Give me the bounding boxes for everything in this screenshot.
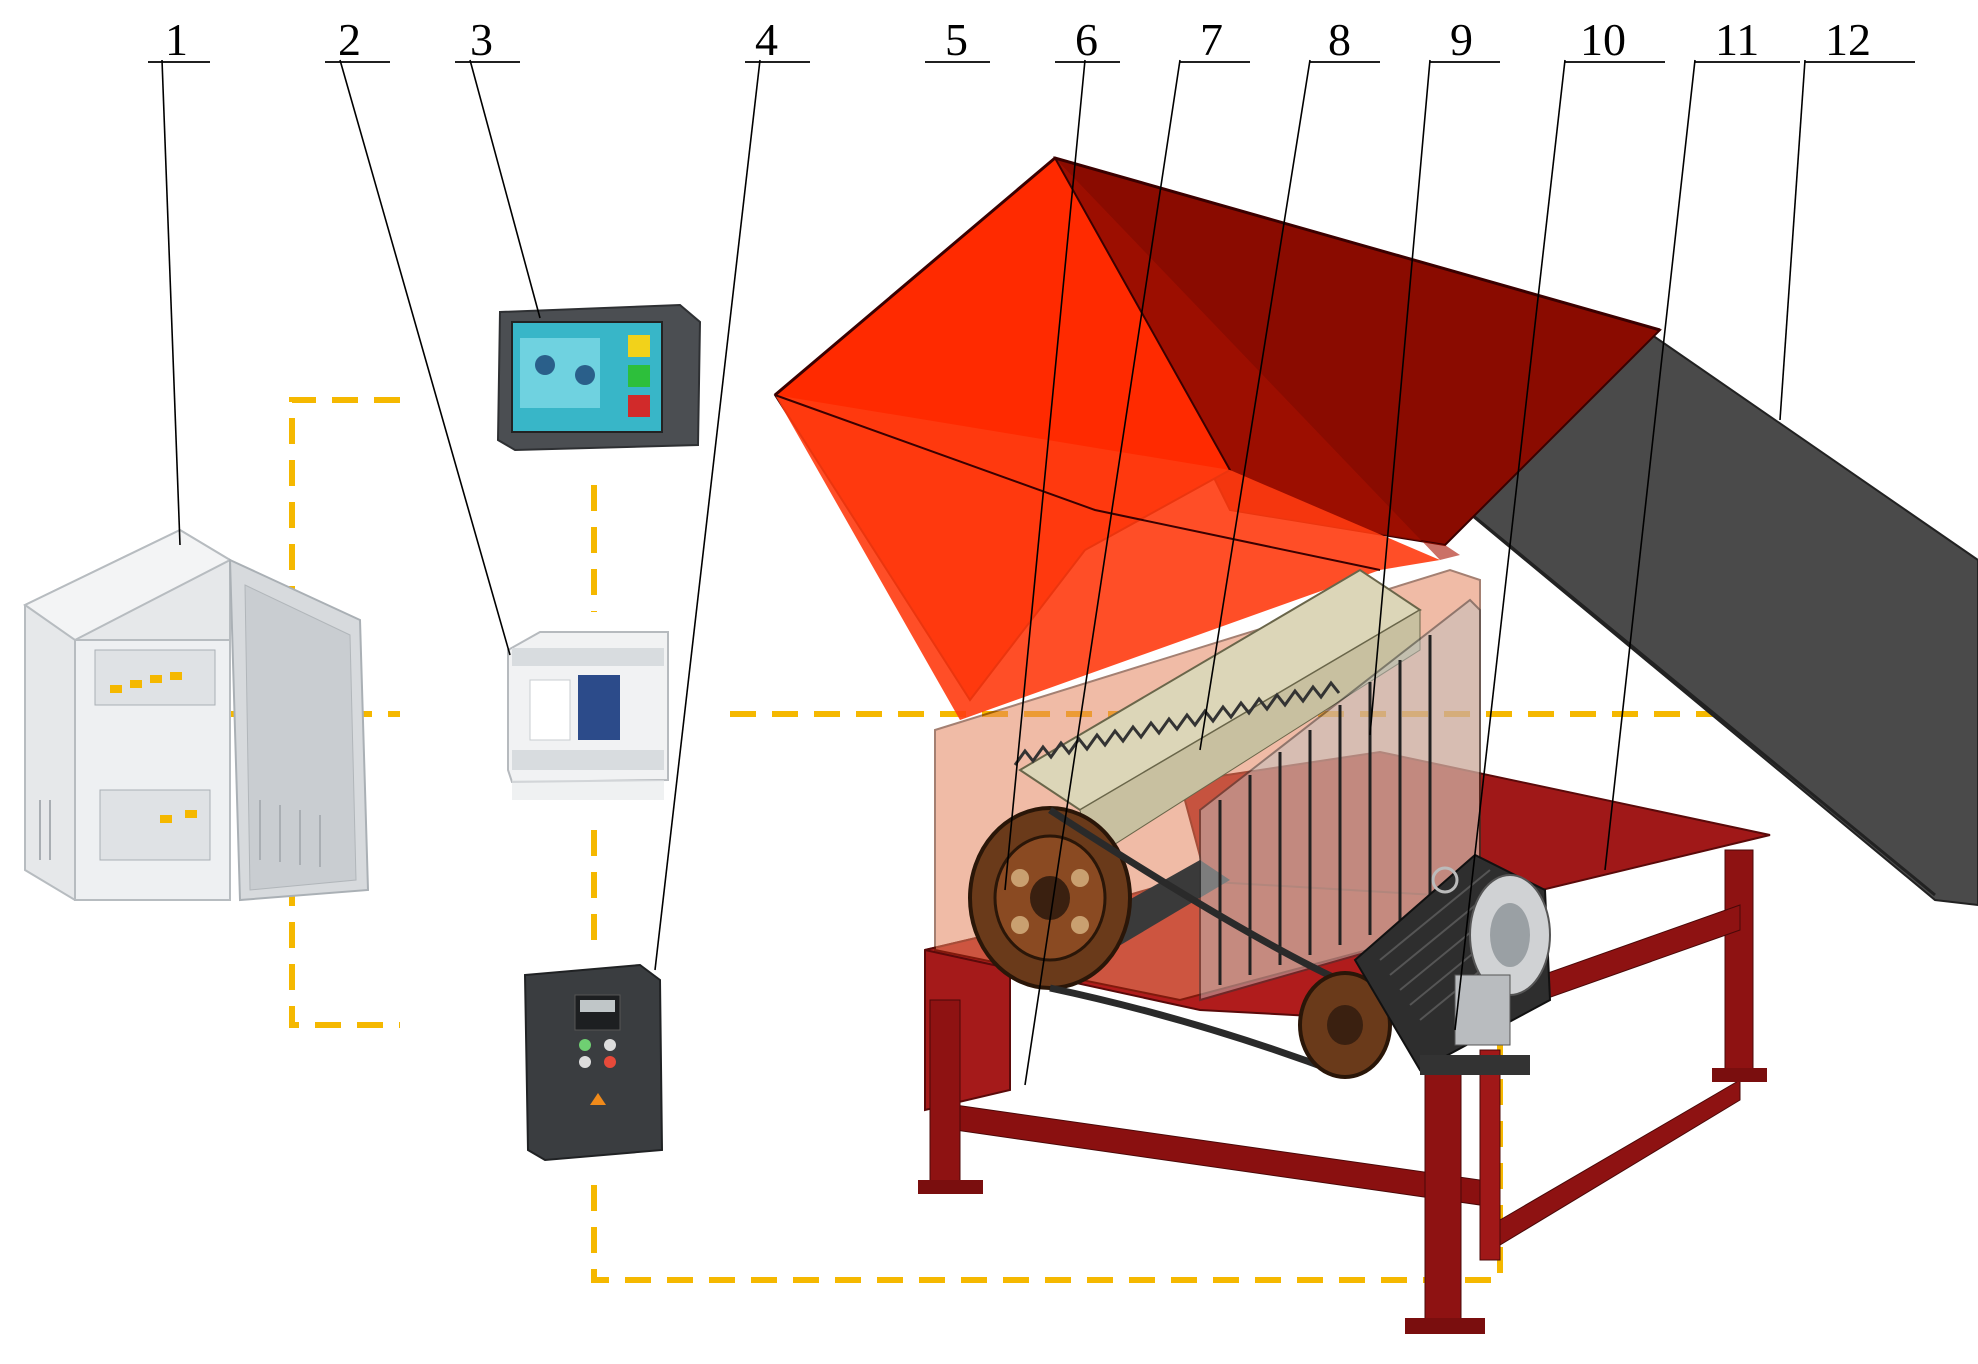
callout-label-4: 4 (755, 14, 778, 65)
callout-3: 3 (455, 14, 520, 65)
callout-9: 9 (1430, 14, 1500, 65)
callout-2: 2 (325, 14, 390, 65)
touch-screen-hmi (496, 303, 702, 452)
electrical-cabinet (23, 528, 370, 902)
callout-label-10: 10 (1580, 14, 1626, 65)
callout-4: 4 (745, 14, 810, 65)
callout-label-5: 5 (945, 14, 968, 65)
callout-7: 7 (1180, 14, 1250, 65)
callout-6: 6 (1055, 14, 1120, 65)
callout-8: 8 (1310, 14, 1380, 65)
frequency-inverter (523, 963, 664, 1162)
callout-label-1: 1 (165, 14, 188, 65)
callout-label-8: 8 (1328, 14, 1351, 65)
callout-label-2: 2 (338, 14, 361, 65)
fixed-knives (1199, 598, 1481, 1002)
drive-motor (1353, 853, 1552, 1075)
belt-pulley (968, 806, 1392, 1079)
callout-12: 12 (1805, 14, 1915, 65)
callout-5: 5 (925, 14, 990, 65)
callout-label-3: 3 (470, 14, 493, 65)
callout-label-6: 6 (1075, 14, 1098, 65)
plc-controller (507, 631, 669, 800)
callout-label-12: 12 (1825, 14, 1871, 65)
callout-10: 10 (1565, 14, 1665, 65)
callout-label-7: 7 (1200, 14, 1223, 65)
callout-label-9: 9 (1450, 14, 1473, 65)
callout-leaders (161, 59, 1806, 1086)
callout-1: 1 (148, 14, 210, 65)
callout-11: 11 (1695, 14, 1800, 65)
callout-labels: 1 2 3 4 5 6 7 8 (148, 14, 1915, 65)
callout-label-11: 11 (1715, 14, 1759, 65)
